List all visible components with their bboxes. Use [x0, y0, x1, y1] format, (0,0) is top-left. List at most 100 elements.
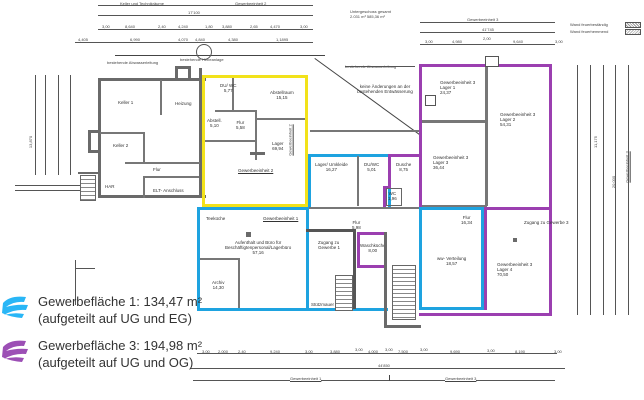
dim-label-unit3: Gewerbeeinheit 3 [467, 17, 499, 22]
drainage-left-label: bestehende Abwasserleitung [107, 60, 159, 65]
room-area: 5,58 [236, 125, 245, 131]
dim-value: 2,00 [483, 36, 491, 41]
dim-value: 7,500 [398, 349, 409, 354]
room-flur-left-label: Flur [153, 167, 161, 172]
blue-marker-swatch-icon [2, 296, 28, 318]
dim-value: 4,405 [78, 37, 89, 42]
room-name: Flur [462, 215, 471, 220]
dim-value: 6,990 [130, 37, 141, 42]
dim-footer-total: 44'850 [378, 363, 390, 368]
room-area: 14,30 [212, 285, 224, 291]
dim-value: 8,190 [515, 349, 526, 354]
dim-value: 4,070 [178, 37, 189, 42]
room-name: Flur [352, 220, 361, 225]
dim-value: 9,240 [270, 349, 281, 354]
dim-value: 4,000 [368, 349, 379, 354]
dim-value: 1,80 [205, 24, 213, 29]
room-name: Waschküche [360, 243, 386, 248]
dim-right-total: 20,000 [611, 175, 617, 189]
dim-footer-unit1: Gewerbeeinheit 1 [290, 376, 322, 381]
dim-value: 9,690 [450, 349, 461, 354]
room-area: 15,15 [276, 95, 288, 101]
room-name: Archiv [212, 280, 225, 285]
access-unit3-label: Zugang zu Gewerbe 3 [524, 220, 569, 225]
diagonal-drain-line [314, 58, 421, 136]
retaining-wall-label: Stützmauer [311, 302, 335, 307]
zone-verteilung [419, 207, 484, 310]
dim-value: 2,40 [238, 349, 246, 354]
dim-value: 4,840 [195, 37, 206, 42]
dim-label-keller: Keller und Technikräume [120, 1, 164, 6]
dim-value: 4,240 [178, 24, 189, 29]
room-area: 70,50 [497, 272, 509, 278]
unit2-label: Gewerbeeinheit 2 [238, 168, 274, 173]
staircase-unit1 [335, 275, 353, 311]
room-name: ww- Verteilung [437, 256, 467, 261]
zone-wc [386, 188, 402, 206]
unit1-label: Gewerbeeinheit 1 [263, 216, 299, 221]
room-area: 5,77 [223, 88, 233, 94]
room-name: Dusche [396, 162, 412, 167]
room-elt-label: ELT- Anschluss [153, 188, 184, 193]
legend-unit3-line1: Gewerbefläche 3: 194,98 m² [38, 338, 203, 353]
summary-values: 2.031 m³ 585,36 m² [350, 14, 385, 19]
room-heizung-label: Heizung [175, 101, 192, 106]
dim-value: 3,00 [355, 347, 363, 352]
dim-value: 4,470 [270, 24, 281, 29]
dim-value: 3,00 [305, 349, 313, 354]
legend-unit1-line1: Gewerbefläche 1: 134,47 m² [38, 294, 203, 309]
zone-unit2 [202, 75, 308, 207]
dim-value: 4,380 [228, 37, 239, 42]
legend-fire-resistant-label: Wand feuerbeständig [570, 22, 608, 27]
room-area: 69,94 [272, 146, 284, 152]
dim-value: 2,000 [218, 349, 229, 354]
dim-value: 3,00 [385, 347, 393, 352]
dim-value: 3,00 [555, 39, 563, 44]
room-area: 5,98 [352, 225, 361, 231]
room-keller2-label: Keller 2 [113, 143, 129, 148]
room-name: Lager [272, 141, 284, 146]
room-name: Flur [236, 120, 245, 125]
room-name: Gewerbeeinheit 3 Lager 4 [497, 262, 533, 273]
room-area: 8,00 [368, 248, 378, 254]
teekueche-label: Teeküche [206, 216, 226, 221]
zugang-unit1-label: Zugang zu Gewerbe 1 [318, 240, 341, 251]
room-name: WC [388, 191, 397, 196]
fire-resistant-hatch-icon [625, 22, 641, 28]
dim-left-total: 13,870 [28, 135, 34, 149]
room-name: Abstell. [207, 118, 222, 123]
dim-value: 3,00 [202, 349, 210, 354]
dim-value: 2,40 [158, 24, 166, 29]
dim-value: 1,1895 [276, 37, 289, 42]
dim-value: 9,640 [513, 39, 524, 44]
room-name: Gewerbeeinheit 3 Lager 1 [440, 80, 476, 91]
dim-total-right: 41'745 [482, 27, 494, 32]
staircase-center [392, 265, 416, 320]
room-area: 54,31 [500, 122, 512, 128]
room-area: 57,16 [252, 250, 264, 256]
dim-total-left: 17'100 [188, 10, 200, 15]
dim-value: 3,00 [554, 349, 562, 354]
room-area: 5,10 [210, 123, 219, 129]
purple-marker-swatch-icon [2, 340, 28, 362]
dim-value: 3,00 [102, 24, 110, 29]
room-area: 16,34 [461, 220, 473, 226]
room-aufenthalt-label: Aufenthalt und Büro für Beschäftigtenper… [225, 240, 291, 256]
room-area: 1,96 [388, 196, 397, 202]
dim-label-unit2: Gewerbeeinheit 2 [235, 1, 267, 6]
room-area: 18,57 [446, 261, 458, 267]
dim-right-sub: 11,175 [592, 136, 598, 148]
dim-value: 2,65 [250, 24, 258, 29]
